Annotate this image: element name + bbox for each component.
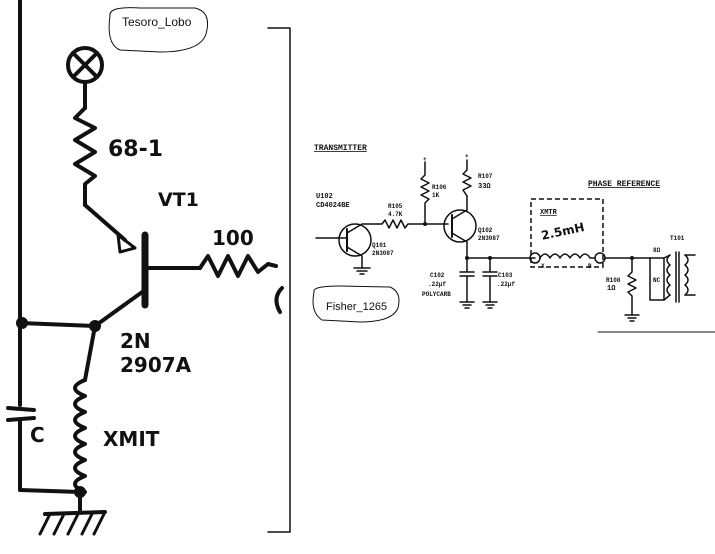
node-b: B <box>588 263 592 270</box>
transistor-part-line2: 2907A <box>120 353 192 377</box>
r106-supply: + <box>423 156 427 163</box>
u102-part: CD4024BE <box>316 202 350 210</box>
ground-bar-icon <box>43 510 107 516</box>
coil-xmit <box>73 378 87 494</box>
t101-primary <box>666 254 671 296</box>
supply-cross-icon <box>71 51 99 79</box>
r108-resistor <box>627 257 637 316</box>
r107-resistor <box>462 159 472 197</box>
r105-resistor <box>377 219 426 229</box>
u102-name: U102 <box>316 193 333 201</box>
q101-leads <box>346 223 379 269</box>
junction-wire <box>18 321 97 328</box>
r108-value: 1Ω <box>607 285 616 293</box>
nc-label: NC <box>653 277 661 284</box>
r108-name: R108 <box>606 277 621 284</box>
resistor-top <box>73 106 97 207</box>
q102-name: Q102 <box>478 227 493 234</box>
capacitor-lead <box>18 418 82 494</box>
q102-part: 2N3087 <box>478 235 500 242</box>
c102-capacitor <box>459 257 475 303</box>
section-phase-reference: PHASE REFERENCE <box>588 180 660 189</box>
r106-value: 1K <box>432 192 440 199</box>
transistor-name: VT1 <box>158 189 199 211</box>
coil-label: XMIT <box>103 427 160 451</box>
t101-secondary <box>684 254 689 296</box>
transistor-part-line1: 2N <box>120 329 151 353</box>
xmtr-value: 2.5mH <box>540 220 586 243</box>
capacitor-label: C <box>30 423 45 447</box>
c102-name: C102 <box>430 272 445 279</box>
c102-value: .22µf <box>428 281 446 288</box>
resistor-right-label: 100 <box>212 226 254 250</box>
r107-value: 33Ω <box>478 183 491 191</box>
xmtr-coil <box>539 253 596 259</box>
r107-supply: + <box>465 153 469 160</box>
left-bracket <box>267 27 291 533</box>
cut-off-symbol <box>274 286 284 314</box>
r107-name: R107 <box>478 173 493 180</box>
resistor-top-label: 68-1 <box>108 137 163 162</box>
label-bubble-right <box>312 285 400 323</box>
ground-icon <box>353 267 371 275</box>
q101-name: Q101 <box>372 242 387 249</box>
ground-icon <box>482 301 498 309</box>
r105-name: R105 <box>388 203 403 210</box>
c103-name: C103 <box>498 272 513 279</box>
label-bubble-left <box>108 7 209 53</box>
resistor-right <box>198 254 278 278</box>
node-x: X <box>541 263 545 270</box>
q102-leads <box>451 195 468 259</box>
left-schematic: C 68-1 VT1 2N 2907A 100 XMIT <box>6 0 291 536</box>
c103-value: .22µf <box>497 281 515 288</box>
q101-circle <box>338 223 372 257</box>
xmtr-box <box>530 198 604 268</box>
r106-resistor <box>420 161 430 225</box>
t101-core <box>675 251 680 303</box>
c102-type: POLYCARB <box>422 291 451 298</box>
transistor-collector-lead <box>93 288 147 328</box>
coil-lead-top <box>83 324 97 382</box>
ground-icon <box>624 314 640 322</box>
r106-name: R106 <box>432 184 447 191</box>
junction-dot <box>16 317 28 329</box>
transistor-arrow-icon <box>116 233 137 254</box>
section-transmitter: TRANSMITTER <box>314 144 367 153</box>
t101-label: T101 <box>670 235 685 242</box>
c103-capacitor <box>482 257 498 303</box>
t101-leads <box>663 254 696 301</box>
xmtr-label: XMTR <box>540 209 558 217</box>
q102-circle <box>443 209 477 243</box>
capacitor-plate-top <box>6 406 36 412</box>
label-bubble-right-text: Fisher_1265 <box>326 301 387 313</box>
right-schematic: TRANSMITTER PHASE REFERENCE U102 CD4024B… <box>312 144 715 333</box>
q101-part: 2N3087 <box>372 250 394 257</box>
ground-icon <box>459 301 475 309</box>
ground-hatch-icon <box>38 512 106 536</box>
r105-value: 4.7K <box>388 211 403 218</box>
label-bubble-left-text: Tesoro_Lobo <box>122 15 192 29</box>
res-small-label: 8Ω <box>653 247 661 254</box>
